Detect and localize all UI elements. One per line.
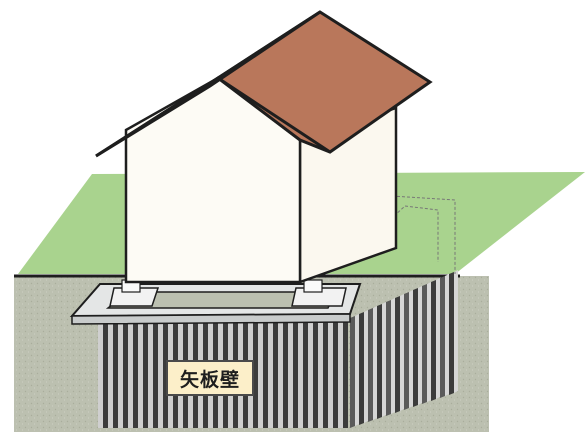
sheet-pile-side-panel [359,312,364,425]
sheet-pile-dark [323,322,328,428]
sheet-pile-dark [273,322,278,428]
sheet-pile-dark [133,322,138,428]
sheet-pile-dark [153,322,158,428]
sheet-pile-dark [283,322,288,428]
sheet-pile-dark [263,322,268,428]
sheet-pile-side-panel [445,274,449,396]
sheet-pile-side-panel [391,298,395,414]
sheet-pile-side-panel [386,300,391,416]
sheet-pile-light [148,322,153,428]
sheet-pile-light [108,322,113,428]
beam-frame-front-face [72,314,350,324]
sheet-pile-side-panel [454,270,458,393]
sheet-pile-light [328,322,333,428]
sheet-pile-light [278,322,283,428]
sheet-pile-side-panel [377,304,382,419]
sheet-pile-dark [143,322,148,428]
sheet-pile-side-panel [350,316,355,428]
sheet-pile-side-panel [440,276,445,398]
sheet-pile-side-panel [449,272,454,395]
sheet-pile-dark [313,322,318,428]
sheet-pile-side-panel [400,294,404,411]
sheet-pile-side-panel [436,278,440,399]
sheet-pile-wall-label: 矢板壁 [166,360,254,396]
sheet-pile-light [258,322,263,428]
sheet-pile-side-panel [368,308,373,422]
sheet-pile-dark [293,322,298,428]
sheet-pile-side-panel [355,314,359,426]
sheet-pile-dark [103,322,108,428]
sheet-pile-light [138,322,143,428]
sheet-pile-light [288,322,293,428]
sheet-pile-dark [343,322,348,428]
sheet-pile-side-panel [418,286,422,405]
sheet-pile-side-panel [409,290,413,408]
sheet-pile-side-panel [395,296,400,413]
sheet-pile-light [298,322,303,428]
sheet-pile-side-panel [422,284,427,404]
sheet-pile-side-panel [382,302,386,417]
sheet-pile-light [268,322,273,428]
sheet-pile-light [158,322,163,428]
sheet-pile-dark [123,322,128,428]
sheet-pile-dark [303,322,308,428]
sheet-pile-side-panel [364,310,368,423]
sheet-pile-side-panel [404,292,409,410]
sheet-pile-side-panel [413,288,418,407]
sheet-pile-side-panel [373,306,377,420]
sheet-pile-light [308,322,313,428]
sheet-pile-light [128,322,133,428]
sheet-pile-light [118,322,123,428]
sheet-pile-light [98,322,103,428]
sheet-pile-dark [113,322,118,428]
sheet-pile-dark [333,322,338,428]
sheet-pile-side-panel [431,280,436,401]
sheet-pile-light [338,322,343,428]
sheet-pile-light [318,322,323,428]
sheet-pile-side-panel [427,282,431,402]
